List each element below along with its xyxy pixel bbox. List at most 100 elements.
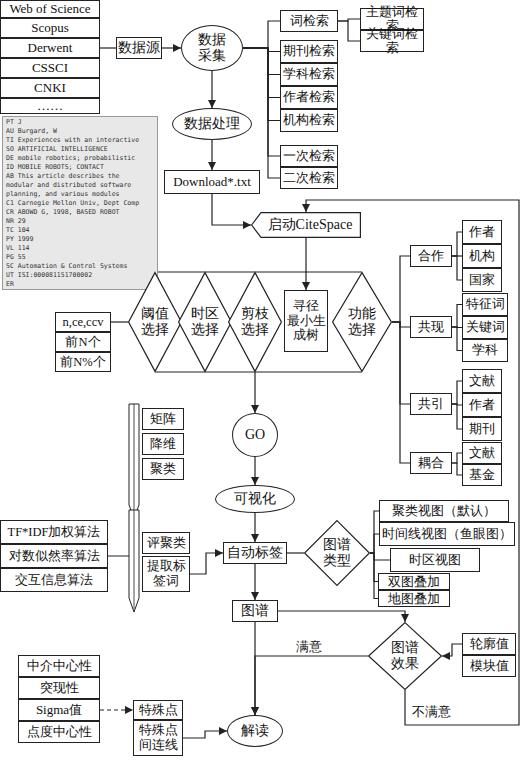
pencil-arrow <box>129 510 139 612</box>
decision-diamond: 图谱效果 <box>368 622 442 690</box>
node-label: 模块值 <box>470 659 509 674</box>
connector <box>452 326 462 328</box>
node-label: 机构检索 <box>283 113 335 128</box>
connector <box>243 48 280 178</box>
terminal-oval: 数据采集 <box>181 25 243 71</box>
node-label: 关键词 <box>466 320 505 335</box>
connector <box>212 194 251 225</box>
row-frame-line <box>155 371 362 372</box>
process-box: 主题词检索 <box>360 8 424 30</box>
connector <box>392 322 410 463</box>
screenshot-line: UT ISI:000081151700002 <box>6 271 154 280</box>
connector <box>254 622 255 715</box>
process-box: 共引 <box>410 393 452 415</box>
connector <box>452 453 462 463</box>
node-label: 中介中心性 <box>27 659 92 674</box>
node-label: 地图叠加 <box>388 592 440 606</box>
process-box: Sigma值 <box>18 699 100 721</box>
terminal-oval: 解读 <box>227 715 283 747</box>
connector <box>392 322 410 327</box>
process-box: Web of Science <box>0 0 100 18</box>
node-label: TF*IDF加权算法 <box>8 525 101 539</box>
screenshot-line: SC Automation & Control Systems <box>6 262 154 271</box>
node-label: 学科 <box>472 343 498 358</box>
node-label: 前N%个 <box>60 355 105 369</box>
process-box: Derwent <box>0 38 100 58</box>
connector <box>255 656 368 715</box>
decision-diamond: 时区选择 <box>178 272 232 372</box>
process-box: TF*IDF加权算法 <box>0 520 108 544</box>
connector <box>370 553 378 582</box>
process-box: n,ce,ccv <box>55 312 111 332</box>
terminal-oval: 可视化 <box>215 485 295 513</box>
process-box: 作者 <box>462 220 502 244</box>
process-box: 机构 <box>462 244 502 268</box>
node-label: 聚类 <box>150 462 176 477</box>
process-box: 特征词 <box>462 293 508 316</box>
node-label: 矩阵 <box>150 412 176 427</box>
process-box: 合作 <box>410 245 452 267</box>
screenshot-line: DE mobile robotics; probabilistic <box>6 154 154 163</box>
process-box: 关键词 <box>462 316 508 339</box>
process-box: Download*.txt <box>164 170 260 194</box>
shape-outline-path <box>129 273 182 372</box>
node-label: 二次检索 <box>283 171 335 186</box>
process-box: 文献 <box>462 442 502 464</box>
node-label: 作者 <box>469 225 495 240</box>
connector <box>254 457 255 485</box>
process-box: 模块值 <box>462 655 516 677</box>
screenshot-line: AB This article describes the <box>6 172 154 181</box>
node-label: Derwent <box>28 41 73 56</box>
screenshot-line: planning, and various modules <box>6 190 154 199</box>
process-box: 自动标签 <box>223 542 287 564</box>
node-label: 基金 <box>469 468 495 483</box>
node-label: 特殊点 <box>139 703 178 718</box>
node-label: 评聚类 <box>147 536 186 551</box>
process-box: 降维 <box>142 433 184 455</box>
screenshot-line: TI Experiences with an interactive <box>6 136 154 145</box>
process-box: 聚类 <box>142 458 184 480</box>
decision-diamond: 剪枝选择 <box>228 272 282 372</box>
connector <box>338 21 360 41</box>
connector <box>452 305 462 328</box>
connector <box>370 511 379 553</box>
node-label: Scopus <box>31 21 69 36</box>
node-label: 功能选择 <box>347 306 377 337</box>
pencil-arrow <box>129 404 139 518</box>
process-box: 关键词检索 <box>360 30 424 52</box>
process-box: 交互信息算法 <box>0 568 108 592</box>
process-box: 矩阵 <box>142 408 184 430</box>
node-label: 启动CiteSpace <box>268 217 353 233</box>
node-label: 点度中心性 <box>27 725 92 740</box>
edge-label: 满意 <box>296 638 322 656</box>
node-label: 关键词检索 <box>362 27 422 55</box>
start-pentagon: 启动CiteSpace <box>251 212 361 238</box>
process-box: 聚类视图（默认） <box>379 500 509 522</box>
node-label: 时区选择 <box>190 306 220 337</box>
connector <box>243 48 280 121</box>
process-box: 特殊点间连线 <box>133 720 183 756</box>
process-box: 耦合 <box>410 452 452 474</box>
process-box: 评聚类 <box>142 532 190 554</box>
connector <box>162 47 181 48</box>
node-label: …… <box>37 99 63 114</box>
node-label: Web of Science <box>9 2 90 17</box>
process-box: 地图叠加 <box>378 590 450 607</box>
connector <box>254 513 255 542</box>
connector <box>370 534 379 553</box>
node-label: 降维 <box>150 437 176 452</box>
connector <box>452 463 462 475</box>
shape-outline-path <box>179 273 232 372</box>
process-box: 学科检索 <box>280 63 338 86</box>
connector <box>392 322 410 404</box>
node-label: 聚类视图（默认） <box>392 504 496 518</box>
node-label: 学科检索 <box>283 67 335 82</box>
connector <box>452 381 462 404</box>
node-label: 时间线视图（鱼眼图） <box>382 527 512 541</box>
process-box: 机构检索 <box>280 109 338 132</box>
shape-outline-path <box>229 273 282 372</box>
connector <box>111 321 128 322</box>
process-box: 作者检索 <box>280 86 338 109</box>
